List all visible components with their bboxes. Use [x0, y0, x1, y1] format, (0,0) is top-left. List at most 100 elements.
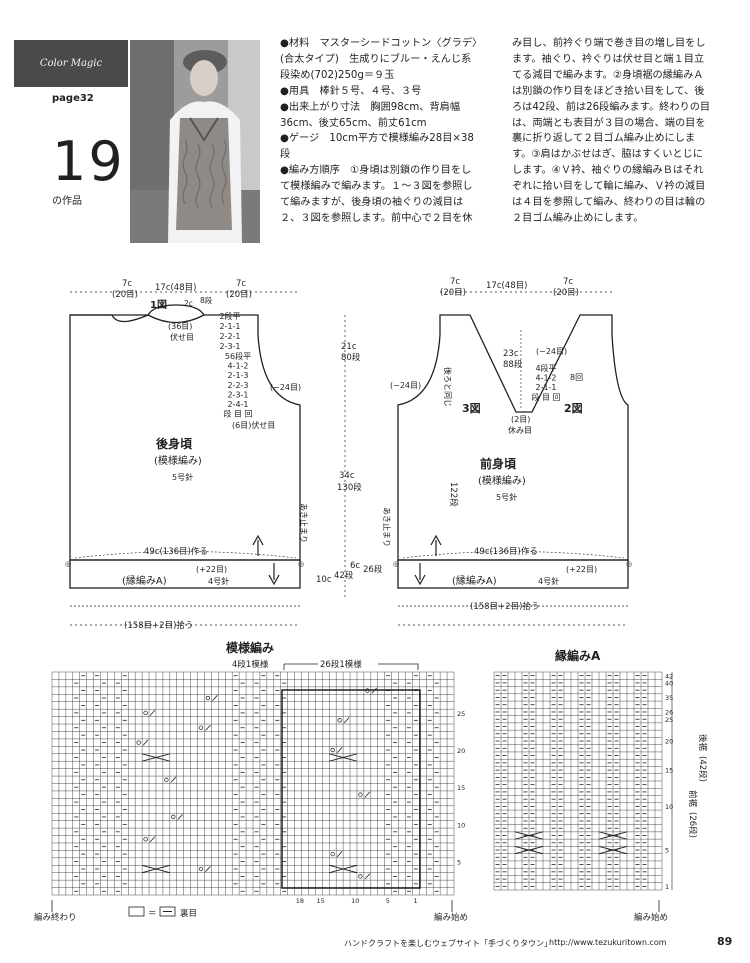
back-armhole-height: 21c	[341, 342, 357, 352]
front-cast-on-width: 49c(136目)作る	[474, 546, 538, 557]
yarn-over-mark	[171, 814, 176, 820]
back-arm-dec-total: (−24目)	[270, 383, 301, 392]
brand-banner: Color Magic	[14, 40, 128, 87]
work-number: 19	[52, 130, 125, 193]
border-cable-mark	[598, 845, 628, 855]
border-cable-mark	[598, 831, 628, 840]
description-line: す。③肩はかぶせはぎ、脇はすくいとじに	[512, 149, 703, 161]
front-neck-dec-note: 8回	[570, 373, 583, 382]
back-shoulder-right: 7c	[236, 279, 246, 289]
back-neck-depth-c: 2c	[184, 299, 193, 308]
pattern-row-number: 25	[457, 710, 465, 718]
front-shoulder-right: 7c	[563, 277, 573, 287]
border-front-rows: (26段)	[687, 812, 698, 838]
yarn-over-mark	[164, 777, 169, 782]
border-row-number: 5	[665, 847, 669, 855]
pattern-row-number: 10	[457, 821, 465, 829]
footer-site: ハンドクラフトを楽しむウェブサイト「手づくりタウン」	[344, 939, 552, 948]
yarn-over-mark	[205, 695, 211, 701]
decrease-mark	[205, 724, 211, 731]
description-line: ●用具 棒針５号、４号、３号	[280, 85, 422, 97]
border-row-number: 42	[665, 672, 673, 680]
back-border-needle: 4号針	[208, 576, 229, 586]
pattern-repeat-4: 4段1模様	[232, 659, 269, 670]
dec-line: 2-3-1	[219, 342, 240, 351]
front-figure-2: 2図	[564, 401, 583, 415]
pattern-col-number: 1	[414, 897, 418, 905]
pattern-col-number: 18	[296, 897, 304, 905]
decrease-mark	[371, 687, 378, 694]
pattern-row-number: 20	[457, 747, 465, 755]
pattern-col-number: 5	[386, 897, 390, 905]
decrease-mark	[364, 873, 371, 880]
back-border-rows: 42段	[334, 570, 354, 581]
back-body-diagram: ◎◎ 7c (20目) 17c(48目) 7c (20目) 1図 2c 8段 (…	[65, 279, 362, 631]
description-line: ●編み方順序 ①身頃は別鎖の作り目をし	[280, 165, 472, 177]
dec-line: 2-3-1	[227, 390, 248, 399]
description-line: ぞれに拾い目をして輪に編み、Ｖ衿の減目	[512, 181, 706, 193]
border-chart-title: 縁編みA	[555, 648, 601, 663]
border-row-number: 10	[665, 803, 673, 811]
dec-line: 2-1-1	[219, 322, 240, 331]
back-arm-bindoff: (6目)伏せ目	[232, 420, 275, 430]
front-body-title: 前身頃	[480, 456, 517, 471]
border-row-number: 15	[665, 767, 673, 775]
description-line: ●ゲージ 10cm平方で模様編み28目×38	[280, 133, 474, 145]
decrease-mark	[170, 776, 177, 783]
cable-cross-mark	[141, 753, 170, 762]
front-body-sub: (模様編み)	[478, 474, 526, 487]
decrease-mark	[336, 851, 343, 858]
dec-line: 56段平	[225, 351, 251, 361]
front-border-needle: 4号針	[538, 576, 559, 586]
border-row-number: 26	[665, 709, 673, 717]
yarn-over-mark	[358, 874, 363, 879]
yarn-over-mark	[143, 837, 148, 842]
yarn-over-mark	[143, 710, 148, 716]
front-neck-total: (−24目)	[536, 347, 567, 356]
front-body-diagram: ◎◎ 7c (20目) 17c(48目) 7c (20目) (−24目) 4段平…	[350, 277, 632, 626]
decrease-mark	[336, 747, 343, 754]
description-line: します。④Ｖ衿、袖ぐりの縁編みＢはそれ	[512, 165, 704, 177]
border-back-label: 後裾	[697, 734, 708, 752]
description-line: ろは42段、前は26段編みます。終わりの目	[512, 101, 711, 113]
back-body-title: 後身頃	[156, 436, 193, 451]
pattern-chart-title: 模様編み	[226, 640, 274, 655]
description-line: てる減目で編みます。②身頃裾の縁編みＡ	[512, 69, 704, 81]
border-row-number: 40	[665, 680, 673, 688]
front-arm-dec-total: (−24目)	[390, 381, 421, 390]
yarn-over-mark	[337, 718, 342, 723]
decrease-mark	[177, 813, 183, 820]
description-line: 段	[280, 149, 291, 161]
dec-line: 2-4-1	[227, 400, 248, 409]
decrease-mark	[343, 717, 350, 724]
description-line: ●出来上がり寸法 胸囲98cm、背肩幅	[280, 101, 461, 113]
back-shoulder-right-sts: (20目)	[226, 290, 252, 300]
back-border-label: (縁編みA)	[122, 574, 167, 587]
svg-text:◎: ◎	[393, 560, 399, 568]
front-neck-rows: 88段	[503, 359, 523, 370]
back-neck-width: 17c(48目)	[155, 283, 196, 293]
back-figure-label: 1図	[150, 299, 167, 311]
dec-line: 2-1-3	[227, 371, 248, 380]
svg-text:◎: ◎	[626, 560, 632, 568]
front-rest: (2目)	[511, 415, 530, 424]
back-border-height: 10c	[316, 575, 332, 585]
front-slit: あき止まり	[382, 507, 392, 547]
description-line: ●材料 マスターシードコットン〈グラデ〉	[280, 38, 483, 49]
svg-text:◎: ◎	[298, 560, 304, 568]
footer-url[interactable]: http://www.tezukuritown.com	[549, 938, 667, 947]
dec-line: 4-1-2	[227, 362, 248, 371]
decrease-mark	[142, 739, 149, 746]
front-pickup: (158目+2目)拾う	[470, 601, 539, 612]
front-border-rows: 26段	[363, 564, 383, 575]
back-neck-bindoff: 伏せ目	[170, 332, 194, 342]
model-photo	[130, 40, 260, 243]
back-neck-center: (36目)	[168, 322, 192, 331]
border-row-number: 1	[665, 883, 669, 891]
description-line: は、両端とも表目が３目の場合、端の目を	[512, 117, 706, 129]
border-row-number: 35	[665, 694, 673, 702]
description-column-2: み目し、前衿ぐり端で巻き目の増し目をします。袖ぐり、衿ぐりは伏せ目と端１目立てる…	[512, 36, 734, 227]
